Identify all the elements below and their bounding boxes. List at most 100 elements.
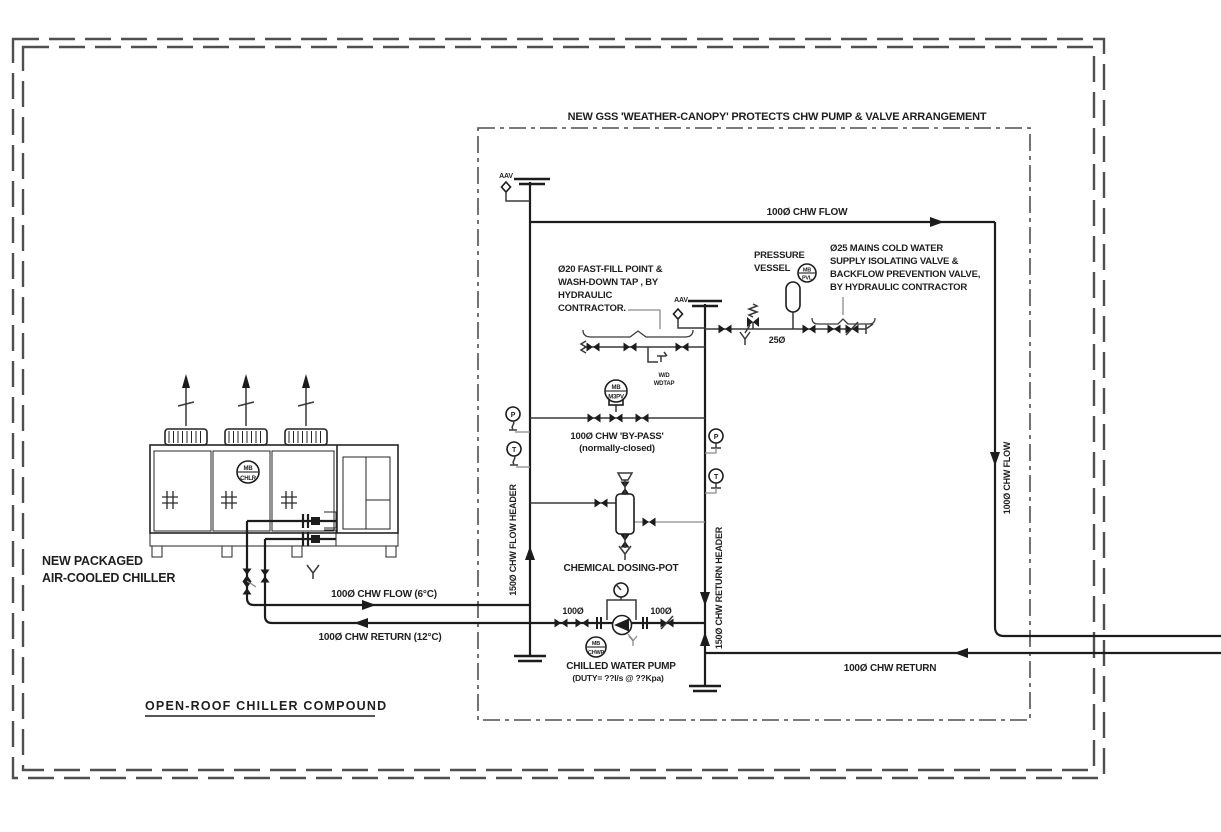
label-pump-discharge-size: 100Ø (650, 606, 671, 616)
valve-icon (242, 568, 252, 582)
valve-body-icon (311, 535, 320, 543)
fan-cowl (164, 374, 208, 446)
flow-arrow-icon (700, 592, 710, 606)
flow-arrow-icon (930, 217, 944, 227)
drain-icon (739, 331, 751, 345)
note-line: CONTRACTOR. (558, 303, 626, 314)
label-pump-2: (DUTY= ??l/s @ ??Kpa) (572, 673, 664, 683)
valve-icon (594, 498, 608, 508)
weather-canopy-boundary (477, 127, 1031, 721)
label-aav-mid: AAV (674, 297, 688, 304)
flow-arrow-icon (700, 632, 710, 646)
airflow-arrow-icon (302, 374, 310, 388)
pressure-gauge-icon: P (705, 428, 724, 454)
label-return-chiller: 100Ø CHW RETURN (12°C) (319, 632, 442, 643)
gauge-letter: T (512, 447, 517, 454)
support-bracket (324, 511, 337, 547)
label-pump-suction-size: 100Ø (562, 606, 583, 616)
label-bypass-2: (normally-closed) (579, 443, 655, 454)
valve-icon (675, 342, 689, 352)
leader-line (628, 309, 661, 329)
coil-panel (212, 450, 271, 532)
canopy-note: NEW GSS 'WEATHER-CANOPY' PROTECTS CHW PU… (568, 111, 987, 123)
valve-icon (827, 324, 841, 334)
chiller-tag-top: MB (244, 466, 254, 472)
prv-icon (739, 303, 760, 345)
chiller-tag-bottom: CHLR (240, 476, 257, 482)
chiller-flow-pipe (245, 521, 530, 607)
flow-arrow-icon (990, 452, 1000, 466)
flow-arrow-icon (354, 618, 368, 628)
flow-arrow-icon (362, 600, 376, 610)
bypass-tag-top: MB (612, 385, 622, 391)
gauge-letter: T (714, 474, 719, 481)
label-wd-tap-2: WDTAP (654, 381, 675, 387)
hose-end-icon (579, 340, 588, 354)
label-chiller-1: NEW PACKAGED (42, 554, 143, 568)
label-dosing-pot: CHEMICAL DOSING-POT (564, 563, 679, 574)
airflow-arrow-icon (182, 374, 190, 388)
chiller-leg (151, 545, 163, 558)
temperature-gauge-icon: T (705, 468, 724, 494)
note-line: SUPPLY ISOLATING VALVE & (830, 256, 959, 267)
fastfill-note: Ø20 FAST-FILL POINT & WASH-DOWN TAP , BY… (558, 264, 663, 314)
pump-tag-bottom: CHWP (588, 650, 605, 656)
fan-cowls (164, 374, 328, 446)
note-line: BACKFLOW PREVENTION VALVE, (830, 269, 980, 280)
fan-cowl (224, 374, 268, 446)
pipe-end-icon (865, 323, 874, 334)
coil-panel (271, 450, 335, 532)
pump-icon: MB CHWP (585, 582, 638, 658)
vessel-tag-bottom: PVL (802, 276, 813, 282)
label-chiller-2: AIR-COOLED CHILLER (42, 571, 175, 585)
pressure-vessel-icon: MB PVL (785, 263, 817, 313)
bypass-tag-bottom: M3PV (608, 395, 624, 401)
airflow-arrow-icon (242, 374, 250, 388)
label-mains-size: 25Ø (769, 335, 786, 345)
label-bypass-1: 100Ø CHW 'BY-PASS' (570, 431, 663, 442)
dosing-pot-icon (615, 472, 635, 560)
fan-cowl (284, 374, 328, 446)
label-flow-header: 150Ø CHW FLOW HEADER (508, 484, 518, 596)
washdown-tap-icon (647, 347, 668, 363)
coil-marks (162, 491, 297, 509)
chw-pipework (245, 177, 1221, 693)
aav-icon (500, 180, 705, 329)
label-compound: OPEN-ROOF CHILLER COMPOUND (145, 699, 387, 713)
bypass-valve-tag: MB M3PV (604, 379, 628, 403)
valve-icon (623, 342, 637, 352)
gauges: P T P T (505, 406, 724, 494)
flow-arrow-icon (525, 546, 535, 560)
check-valve-icon (845, 321, 859, 336)
drain-icon (618, 545, 632, 560)
gauge-letter: P (714, 434, 719, 441)
chiller-pipe-connections (247, 511, 337, 547)
note-line: WASH-DOWN TAP , BY (558, 277, 659, 288)
drain-icon (306, 564, 320, 579)
label-return-bottom: 100Ø CHW RETURN (844, 663, 937, 674)
chiller-unit: MB CHLR (149, 374, 399, 579)
label-return-header: 150Ø CHW RETURN HEADER (714, 526, 724, 649)
compound-wall-boundary (11, 37, 1106, 780)
chiller-leg (291, 545, 303, 558)
temperature-gauge-icon: T (506, 441, 530, 468)
label-flow-top: 100Ø CHW FLOW (767, 207, 848, 218)
note-line: HYDRAULIC (558, 290, 612, 301)
flow-arrow-icon (954, 648, 968, 658)
valves (242, 321, 859, 630)
drain-icon (627, 633, 638, 646)
annotation-brace (582, 329, 694, 338)
coil-panel (153, 450, 212, 532)
valve-icon (575, 618, 589, 628)
valve-icon (642, 517, 656, 527)
note-line: Ø20 FAST-FILL POINT & (558, 264, 663, 275)
valve-icon (635, 413, 649, 423)
note-line: BY HYDRAULIC CONTRACTOR (830, 282, 967, 293)
gauge-letter: P (511, 412, 516, 419)
chiller-return-pipe (263, 539, 705, 625)
check-valve-icon (660, 615, 674, 630)
valve-icon (587, 413, 601, 423)
label-aav-top: AAV (499, 173, 513, 180)
annotation-brace (811, 317, 876, 325)
